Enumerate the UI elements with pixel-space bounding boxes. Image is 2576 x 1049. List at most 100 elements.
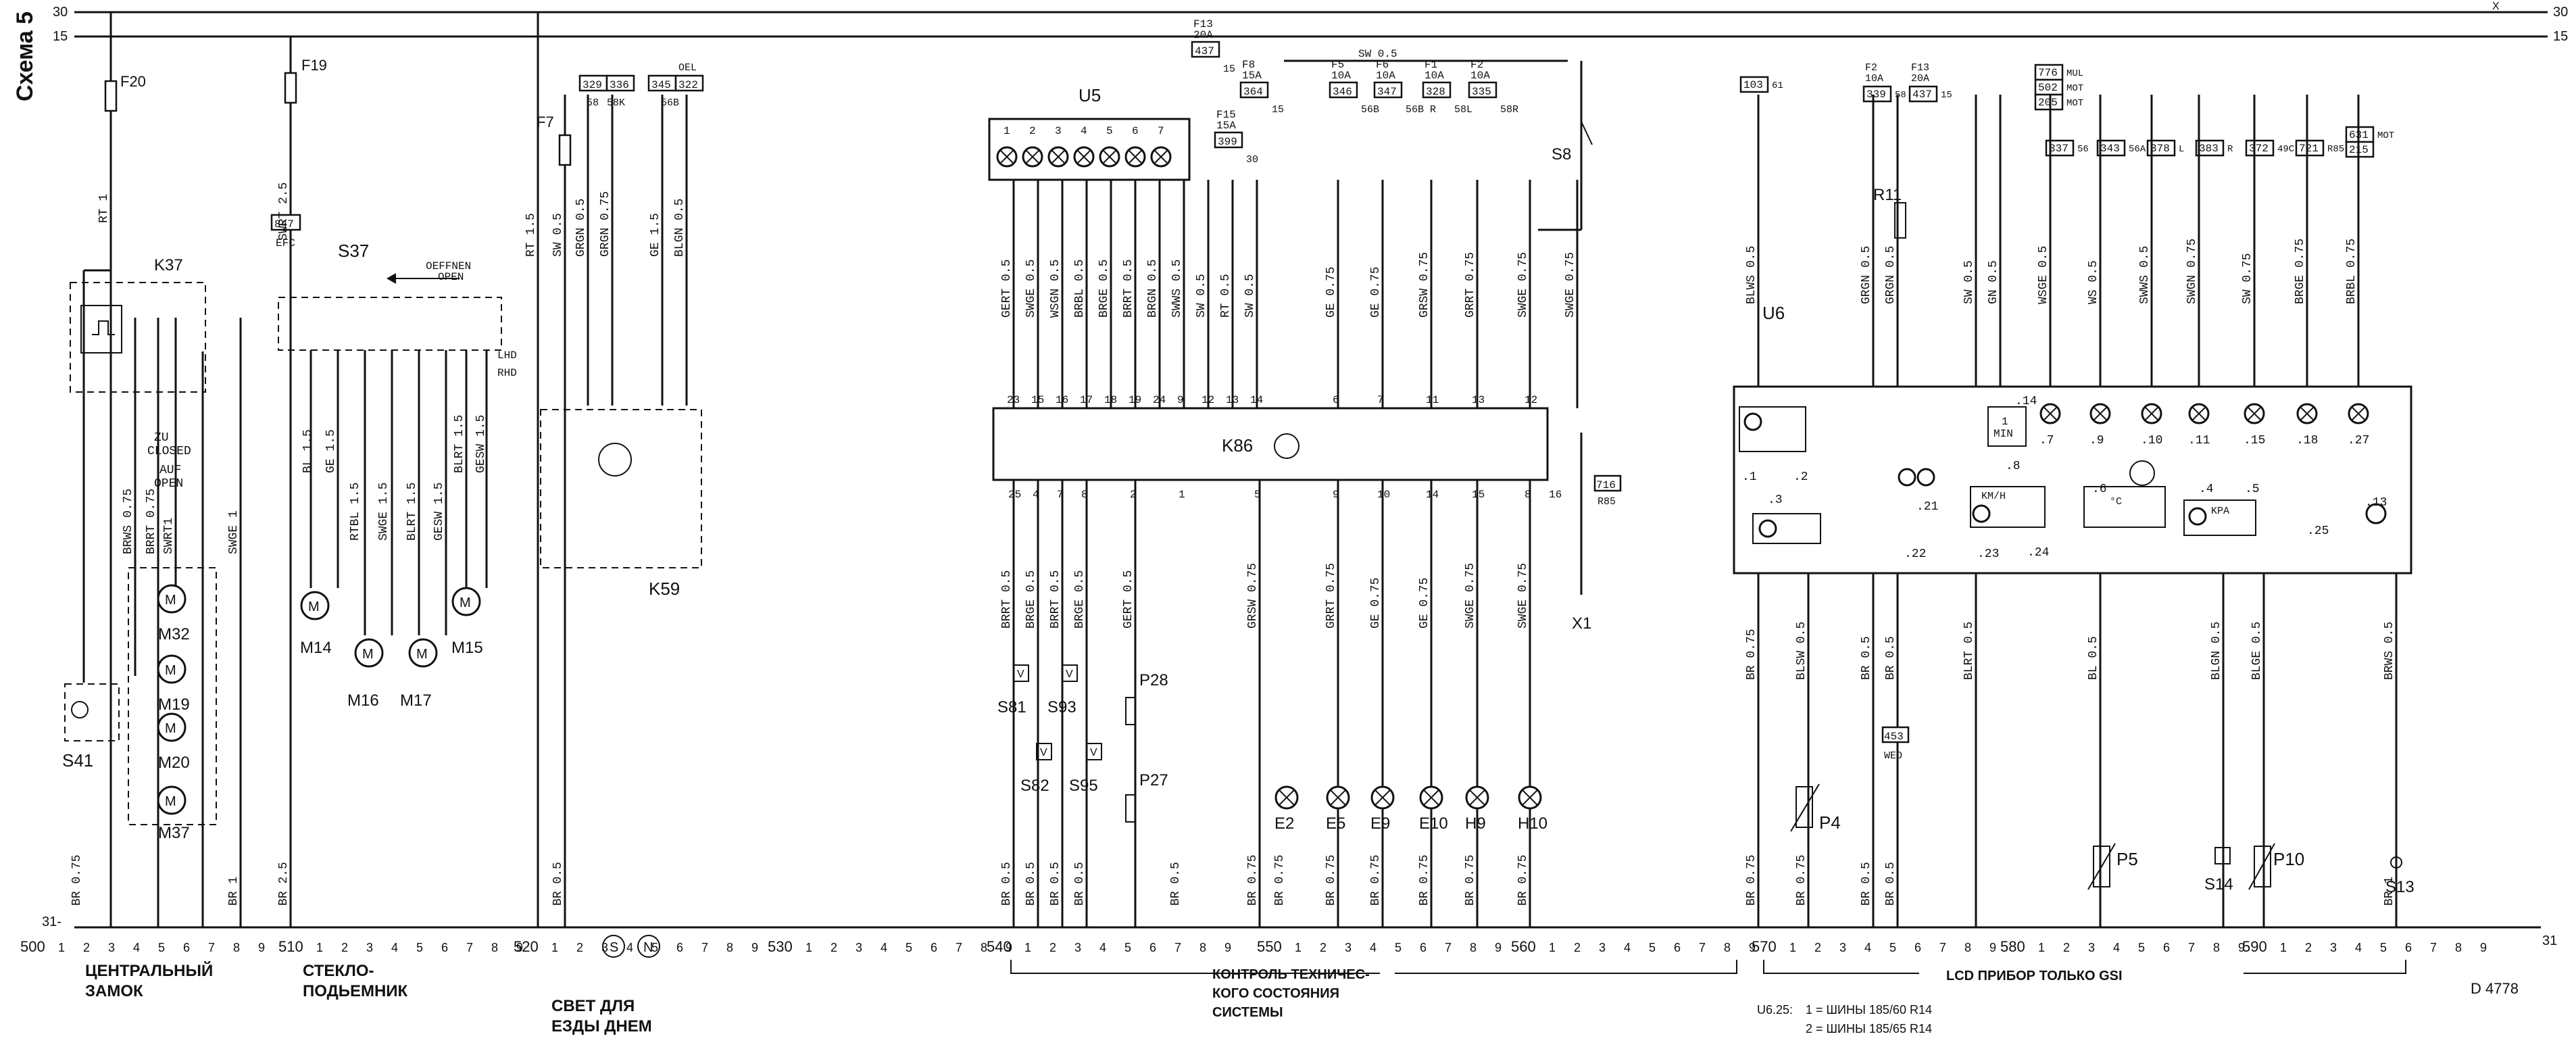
- u6-item-label: .4: [2199, 483, 2214, 496]
- fuse-f20: F20: [104, 73, 146, 112]
- x21-pin: 24: [1153, 394, 1166, 406]
- column-number: 1: [58, 941, 65, 954]
- u6-bottom-wire-label: BLSW 0.5: [1795, 622, 1808, 680]
- u6-lamp-label: .9: [2089, 434, 2104, 447]
- column-number: 3: [601, 941, 608, 954]
- column-number: 1: [1295, 941, 1302, 954]
- column-number: 9: [1495, 941, 1502, 954]
- left-wire-label: RTBL 1.5: [349, 483, 362, 541]
- fuse-top-term: 15: [1223, 64, 1235, 75]
- u5-lamp: [1124, 146, 1146, 168]
- column-number: 9: [2480, 941, 2487, 954]
- u6-lamp-label: .11: [2188, 434, 2210, 447]
- column-number: 4: [1099, 941, 1106, 954]
- fuse-top-name: F5: [1331, 59, 1344, 71]
- column-number: 5: [1124, 941, 1131, 954]
- column-number: 9: [1224, 941, 1231, 954]
- fuse-right-ref: 721: [2299, 143, 2319, 155]
- fuse-f20-label: F20: [120, 73, 146, 90]
- sw05-bus-label: SW 0.5: [1358, 48, 1397, 60]
- fuse-right-ref: 337: [2049, 143, 2069, 155]
- left-wire-label: SWRT1: [162, 518, 176, 554]
- switch-s8-label: S8: [1552, 145, 1571, 164]
- column-number: 8: [1964, 941, 1971, 954]
- u6-top-wire-label: GRGN 0.5: [1884, 246, 1898, 304]
- section-number: 540: [987, 938, 1012, 955]
- column-number: 9: [751, 941, 758, 954]
- column-number: 6: [1420, 941, 1427, 954]
- svg-text:V: V: [1040, 747, 1047, 758]
- column-number: 2: [1320, 941, 1327, 954]
- rail-15: 15 15: [53, 29, 2568, 44]
- svg-text:M: M: [362, 647, 374, 662]
- u6-item-label: .3: [1768, 493, 1783, 507]
- column-number: 7: [1445, 941, 1452, 954]
- column-number: 5: [1889, 941, 1896, 954]
- column-number: 8: [981, 941, 987, 954]
- k86-bottom-pin: 10: [1377, 489, 1390, 501]
- u5-lamp: [1022, 146, 1043, 168]
- column-number: 6: [1149, 941, 1156, 954]
- column-number: 9: [516, 941, 523, 954]
- k86-top-wire-label: GE 0.75: [1369, 266, 1383, 318]
- switch-s41-label: S41: [62, 750, 93, 771]
- ref-716: 716: [1596, 479, 1616, 491]
- module-u5-label: U5: [1079, 85, 1101, 105]
- s37-lhd: LHD: [497, 349, 517, 362]
- x21-pin: 16: [1056, 394, 1068, 406]
- column-number: 8: [491, 941, 498, 954]
- k86-top-wire-label: SWGE 0.75: [1564, 252, 1577, 318]
- section-number: 520: [514, 938, 539, 955]
- column-number: 4: [1864, 941, 1871, 954]
- motors-central-lock: M M32 M M19 M M20 M M37: [128, 567, 217, 842]
- k59-wire-label: GE 1.5: [649, 213, 662, 257]
- footnote-line2: 2 = ШИНЫ 185/65 R14: [1806, 1022, 1932, 1035]
- column-number: 7: [701, 941, 708, 954]
- ground-wire-label: BR 0.75: [1369, 854, 1383, 906]
- svg-text:M: M: [165, 593, 176, 608]
- bulb-label: E9: [1370, 814, 1390, 833]
- k86-bottom-pin: 14: [1426, 489, 1439, 501]
- section-500-wires: [82, 12, 292, 927]
- fuse-right-name: F13: [1911, 62, 1929, 74]
- ref-weo: WEO: [1884, 750, 1902, 762]
- bulb-e5: [1326, 785, 1350, 810]
- u5-pin-label: 3: [1055, 125, 1062, 137]
- column-number: 7: [466, 941, 473, 954]
- k86-top-wire-label: SWGE 0.75: [1516, 252, 1530, 318]
- k86-bottom-wire-label: SWGE 0.75: [1464, 563, 1477, 629]
- column-number: 6: [183, 941, 190, 954]
- fuse-top-rating: 10A: [1331, 70, 1351, 82]
- bulb-label: E5: [1326, 814, 1345, 833]
- fuse-right-term: 56A: [2129, 144, 2146, 155]
- column-number: 5: [158, 941, 165, 954]
- column-number: 3: [2088, 941, 2095, 954]
- u5-lamp: [1150, 146, 1172, 168]
- u6-lamp-label: .18: [2296, 434, 2318, 447]
- x20-pin: 12: [1525, 394, 1537, 406]
- u6-bottom-wire-label: BLGN 0.5: [2210, 622, 2223, 680]
- bulb-e9: [1370, 785, 1395, 810]
- u5-pin-label: 5: [1106, 125, 1113, 137]
- fuse-top-rating: 20A: [1193, 29, 1213, 41]
- u6-bottom-wire-label: BR 0.5: [1884, 636, 1898, 680]
- ground-wire-label: BR 0.5: [1049, 862, 1062, 906]
- rail-15-left: 15: [53, 29, 68, 44]
- fuse-right-ref: 343: [2100, 143, 2120, 155]
- switch-s81-label: S81: [997, 698, 1026, 716]
- u6-top-wire-label: WS 0.5: [2087, 260, 2100, 304]
- fuse-top-rating: 10A: [1425, 70, 1444, 82]
- ref-336: 336: [610, 79, 629, 91]
- switch-s41: S41: [62, 683, 120, 771]
- section-number: 500: [20, 938, 45, 955]
- fuse-top-name: F8: [1242, 59, 1255, 71]
- fuse-right-ref: 372: [2249, 143, 2269, 155]
- switch-s95-label: S95: [1069, 777, 1098, 795]
- column-number: 1: [1549, 941, 1556, 954]
